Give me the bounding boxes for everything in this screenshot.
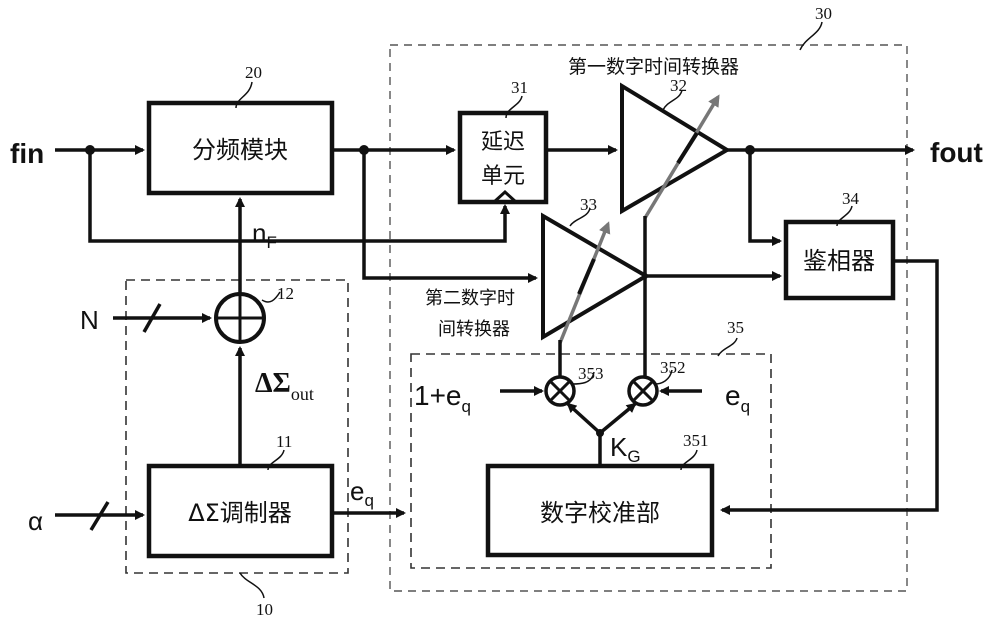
dtc2-label-line2: 间转换器: [438, 319, 510, 340]
ref-label-12: 12: [277, 284, 294, 303]
ref-leader-33: [569, 207, 591, 227]
fin-label: fin: [10, 138, 44, 169]
ref-leader-34: [836, 205, 853, 227]
ref-label-352: 352: [660, 358, 686, 377]
delay-unit-label-line1: 延迟: [481, 130, 525, 155]
ref-label-353: 353: [578, 364, 604, 383]
delay-unit-block: [457, 110, 549, 205]
phase-detector-block: [783, 219, 896, 301]
dtc1-label: 第一数字时间转换器: [568, 56, 739, 78]
nf-label: nF: [252, 218, 277, 252]
ref-leader-351: [680, 449, 698, 471]
dtc-group-boundary: [389, 44, 908, 592]
n-label: N: [80, 305, 99, 335]
ref-leader-352: [654, 369, 673, 385]
divider-to-dtc2-wire: [362, 150, 538, 283]
ref-leader-32: [662, 89, 683, 111]
dtc1-triangle: [620, 82, 731, 215]
delay-unit-label-line2: 单元: [481, 164, 525, 189]
alpha-label: α: [28, 506, 43, 536]
one-plus-eq-label: 1+eq: [414, 380, 471, 416]
ref-label-20: 20: [245, 63, 262, 82]
clock-edge-icon: [492, 189, 518, 204]
pd-feedback-wire: [720, 259, 939, 515]
ref-label-32: 32: [670, 76, 687, 95]
ref-label-33: 33: [580, 195, 597, 214]
dtc1-tuning-mark: [676, 131, 699, 165]
phase-detector-label: 鉴相器: [803, 247, 875, 275]
digital-calibration-block: [485, 463, 715, 558]
dsm-group-boundary: [125, 279, 349, 574]
ref-leader-11: [267, 449, 285, 471]
n-bus-slash: [142, 303, 162, 333]
kg-label: KG: [610, 432, 641, 466]
fout-label: fout: [930, 137, 983, 168]
kg-to-353-wire: [566, 402, 602, 435]
ref-leader-31: [505, 95, 523, 119]
dtc2-tuning-mark: [577, 258, 596, 295]
ref-leader-20: [235, 81, 253, 109]
fin-clock-wire: [88, 150, 510, 243]
ref-label-30: 30: [815, 4, 832, 23]
ref-leader-30: [799, 21, 823, 51]
divider-block: [146, 100, 335, 196]
ref-leader-35: [717, 337, 738, 357]
alpha-bus-slash: [89, 501, 110, 531]
ref-label-35: 35: [727, 318, 744, 337]
calibration-group-boundary: [410, 353, 772, 569]
ref-label-31: 31: [511, 78, 528, 97]
dtc2-label-line1: 第二数字时: [425, 288, 515, 309]
eq-left-label: eq: [350, 476, 374, 510]
ref-label-10: 10: [256, 600, 273, 619]
ref-label-11: 11: [276, 432, 292, 451]
dsm-label: ΔΣ调制器: [188, 499, 292, 527]
dsm-out-label: ΔΣout: [255, 368, 314, 404]
dsm-block: [146, 463, 335, 559]
ref-label-351: 351: [683, 431, 709, 450]
dtc2-triangle: [541, 212, 650, 341]
divider-label: 分频模块: [192, 136, 288, 164]
eq-right-label: eq: [725, 380, 750, 416]
digital-calibration-label: 数字校准部: [540, 499, 660, 527]
fout-to-pd-wire: [748, 150, 782, 246]
ref-leader-353: [571, 371, 595, 385]
dtc2-output-node: [642, 273, 648, 279]
ref-label-34: 34: [842, 189, 860, 208]
ref-leader-12: [261, 291, 281, 303]
kg-to-352-wire: [598, 402, 637, 435]
ref-leader-10: [239, 572, 265, 599]
